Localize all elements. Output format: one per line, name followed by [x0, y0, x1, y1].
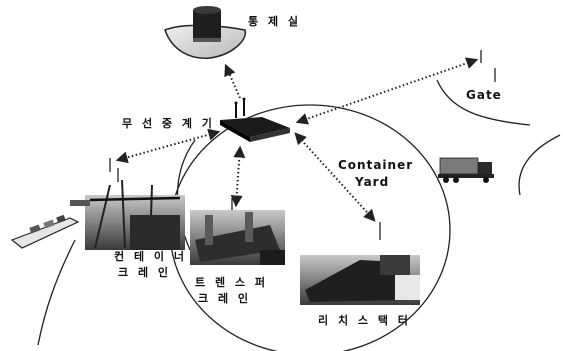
container-truck-icon	[438, 158, 494, 183]
transfer-crane-label-line1: 트 렌 스 퍼	[195, 274, 268, 290]
container-crane-label-line1: 컨 테 이 너	[114, 248, 187, 264]
container-crane-icon	[70, 180, 185, 250]
control-room-building-icon	[165, 6, 245, 58]
control-room-label: 통 제 실	[248, 13, 301, 29]
reach-stacker-icon	[300, 255, 420, 305]
container-yard-label-line2: Yard	[355, 175, 389, 189]
wireless-repeater-label: 무 선 중 계 기	[122, 115, 215, 131]
reach-stacker-label: 리 치 스 택 터	[318, 312, 411, 328]
container-ship-icon	[12, 215, 78, 248]
right-road-curve	[519, 135, 560, 195]
wireless-repeater-icon	[220, 98, 290, 143]
gate-road-curve	[437, 80, 530, 125]
gate-label: Gate	[466, 88, 502, 102]
transfer-crane-label-line2: 크 레 인	[198, 290, 251, 306]
transfer-crane-icon	[190, 210, 285, 265]
container-crane-label-line2: 크 레 인	[118, 264, 171, 280]
quay-curve	[38, 240, 75, 345]
container-yard-label-line1: Container	[338, 158, 413, 172]
